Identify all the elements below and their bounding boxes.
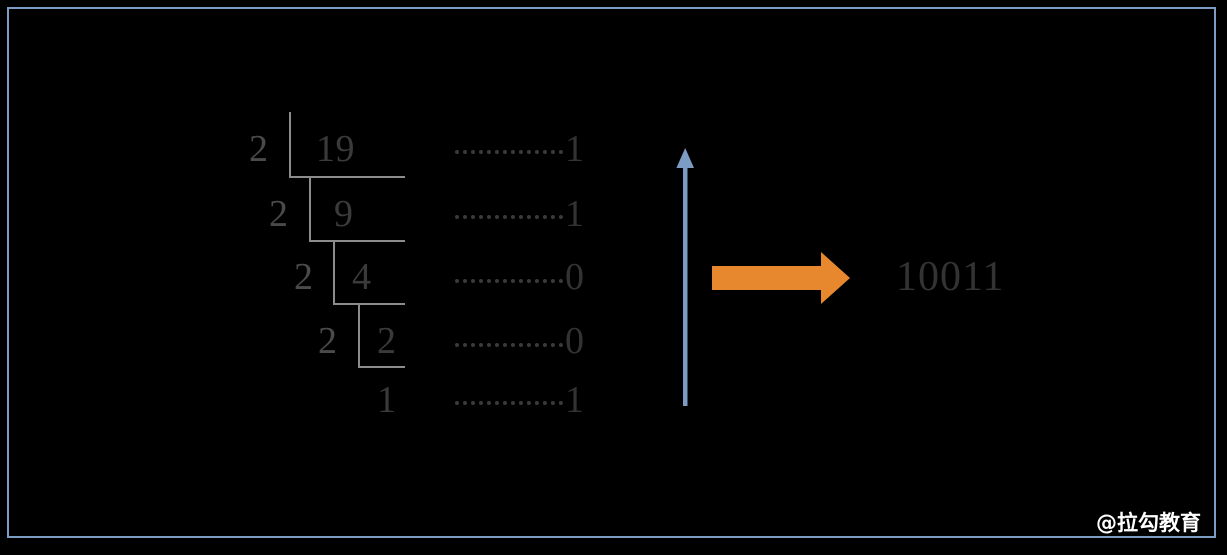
watermark-label: @拉勾教育 [1096,511,1201,535]
division-rule-horizontal-2 [309,240,405,242]
binary-result: 10011 [896,254,1005,300]
leader-line-2 [455,215,563,219]
division-rule-vertical-4 [358,303,360,368]
step-dividend-2: 9 [334,193,354,235]
up-arrow-icon [676,148,694,406]
step-dividend-4: 2 [377,320,397,362]
right-arrow-icon [712,252,850,304]
decorative-frame [7,7,1216,538]
step-dividend-5: 1 [377,379,397,421]
division-rule-horizontal-4 [358,366,405,368]
step-divisor-1: 2 [249,128,269,170]
division-rule-vertical-1 [289,112,291,178]
division-rule-vertical-3 [333,240,335,305]
leader-line-3 [455,279,563,283]
step-dividend-1: 19 [316,128,355,170]
leader-line-4 [455,343,563,347]
step-divisor-3: 2 [294,256,314,298]
division-rule-horizontal-1 [289,176,405,178]
division-rule-horizontal-3 [333,303,405,305]
step-remainder-1: 1 [565,128,584,170]
step-remainder-5: 1 [565,379,584,421]
step-divisor-2: 2 [269,193,289,235]
step-divisor-4: 2 [318,320,338,362]
step-remainder-3: 0 [565,256,584,298]
leader-line-5 [455,401,563,405]
step-remainder-2: 1 [565,193,584,235]
division-rule-vertical-2 [309,176,311,242]
step-dividend-3: 4 [352,256,372,298]
leader-line-1 [455,150,563,154]
step-remainder-4: 0 [565,320,584,362]
